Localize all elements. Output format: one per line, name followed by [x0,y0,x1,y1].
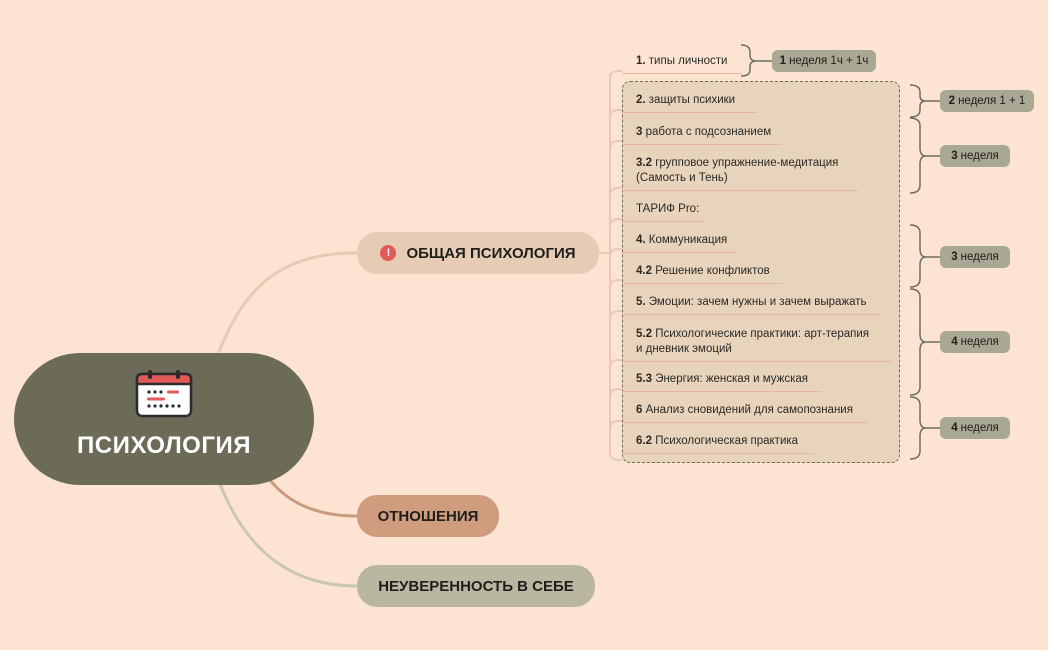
root-title: ПСИХОЛОГИЯ [77,432,251,459]
topic-branch-5 [609,218,622,228]
topic-branch-11 [609,420,622,430]
topic-branch-8 [609,310,622,320]
topic-branch-6 [609,248,622,258]
topic-4[interactable]: 4. Коммуникация [622,233,738,253]
connector-root-relations [268,479,358,518]
branch-insecurity-label: НЕУВЕРЕННОСТЬ В СЕБЕ [378,577,574,595]
topic-1[interactable]: 1. типы личности [622,54,742,74]
brace-1 [740,44,772,77]
topic-branch-12 [609,452,622,461]
topic-branch-9 [609,359,622,369]
calendar-icon [135,370,193,418]
topic-3[interactable]: 3 работа с подсознанием [622,125,782,145]
connector-root-insecurity [218,483,358,588]
brace-5 [909,288,940,396]
topic-5-2[interactable]: 5.2 Психологические практики: арт-терапи… [622,327,892,362]
branch-relations-label: ОТНОШЕНИЯ [377,507,479,525]
root-node[interactable]: ПСИХОЛОГИЯ [14,353,314,485]
topic-tariff-pro[interactable]: ТАРИФ Pro: [622,202,706,222]
topic-5-3[interactable]: 5.3 Энергия: женская и мужская [622,372,822,392]
topic-branch-1 [609,70,622,80]
topic-3-2[interactable]: 3.2 групповое упражнение-медитация (Само… [622,156,858,191]
topic-4-2[interactable]: 4.2 Решение конфликтов [622,264,782,284]
topic-2[interactable]: 2. защиты психики [622,93,757,113]
brace-2 [909,84,940,118]
topic-5[interactable]: 5. Эмоции: зачем нужны и зачем выражать [622,295,882,315]
brace-6 [909,396,940,460]
priority-exclamation-icon: ! [380,245,397,261]
topic-branch-3 [609,140,622,150]
topic-6[interactable]: 6 Анализ сновидений для самопознания [622,403,867,423]
topic-branch-7 [609,279,622,289]
topic-branch-10 [609,388,622,398]
brace-4 [909,224,940,288]
branch-general-label: ОБЩАЯ ПСИХОЛОГИЯ [406,244,576,262]
connector-root-general [216,251,358,355]
branch-relations[interactable]: ОТНОШЕНИЯ [357,495,499,537]
topic-branch-2 [609,109,622,119]
branch-insecurity[interactable]: НЕУВЕРЕННОСТЬ В СЕБЕ [357,565,595,607]
brace-3 [909,117,940,194]
topic-6-2[interactable]: 6.2 Психологическая практика [622,434,814,454]
topic-branch-4 [609,187,622,197]
branch-general-psychology[interactable]: ! ОБЩАЯ ПСИХОЛОГИЯ [357,232,599,274]
